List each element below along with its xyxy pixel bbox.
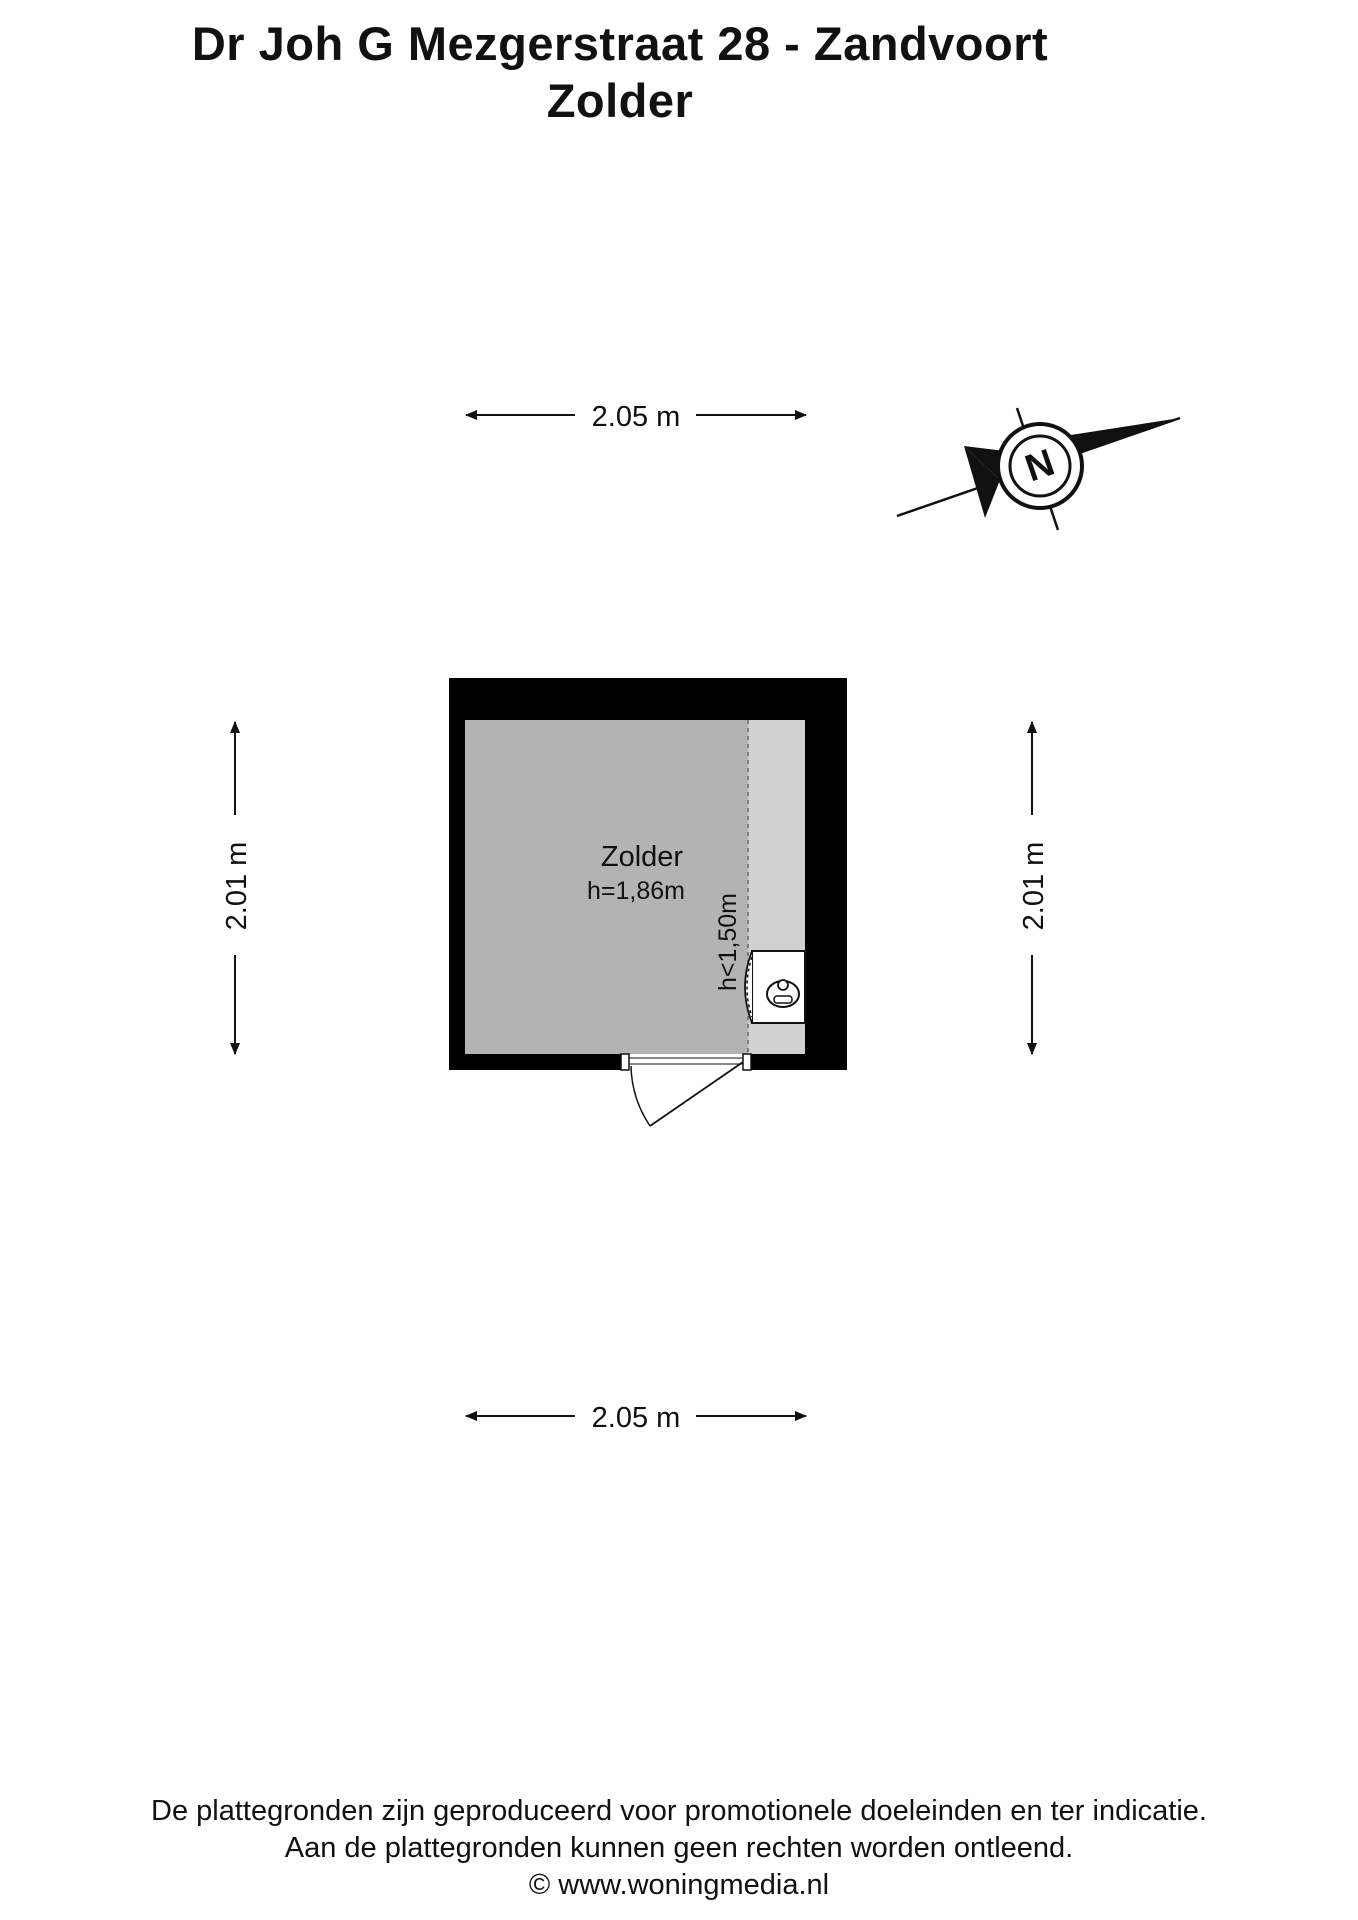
disclaimer-line-1: De plattegronden zijn geproduceerd voor …: [151, 1795, 1207, 1827]
disclaimer-line-2: Aan de plattegronden kunnen geen rechten…: [284, 1832, 1074, 1864]
low-ceiling-label: h<1,50m: [714, 893, 742, 991]
north-compass-icon: N: [896, 407, 1181, 531]
room-walls: [449, 678, 847, 1071]
room-height: h=1,86m: [587, 877, 685, 905]
dimension-left-label: 2.01 m: [221, 842, 253, 931]
dimension-left: 2.01 m: [221, 721, 253, 1055]
dimension-right: 2.01 m: [1018, 721, 1050, 1055]
dimension-bottom-label: 2.05 m: [592, 1402, 681, 1434]
room-name: Zolder: [601, 841, 684, 873]
boiler-icon: [744, 950, 806, 1024]
dimension-right-label: 2.01 m: [1018, 842, 1050, 931]
plan-floor-title: Zolder: [546, 74, 694, 127]
copyright-line: © www.woningmedia.nl: [528, 1869, 830, 1901]
door-swing-icon: [630, 1061, 744, 1127]
dimension-bottom: 2.05 m: [465, 1402, 807, 1434]
plan-address-title: Dr Joh G Mezgerstraat 28 - Zandvoort: [191, 17, 1049, 70]
dimension-top-label: 2.05 m: [592, 401, 681, 433]
dimension-top: 2.05 m: [465, 401, 807, 433]
door-opening: [621, 1054, 751, 1070]
